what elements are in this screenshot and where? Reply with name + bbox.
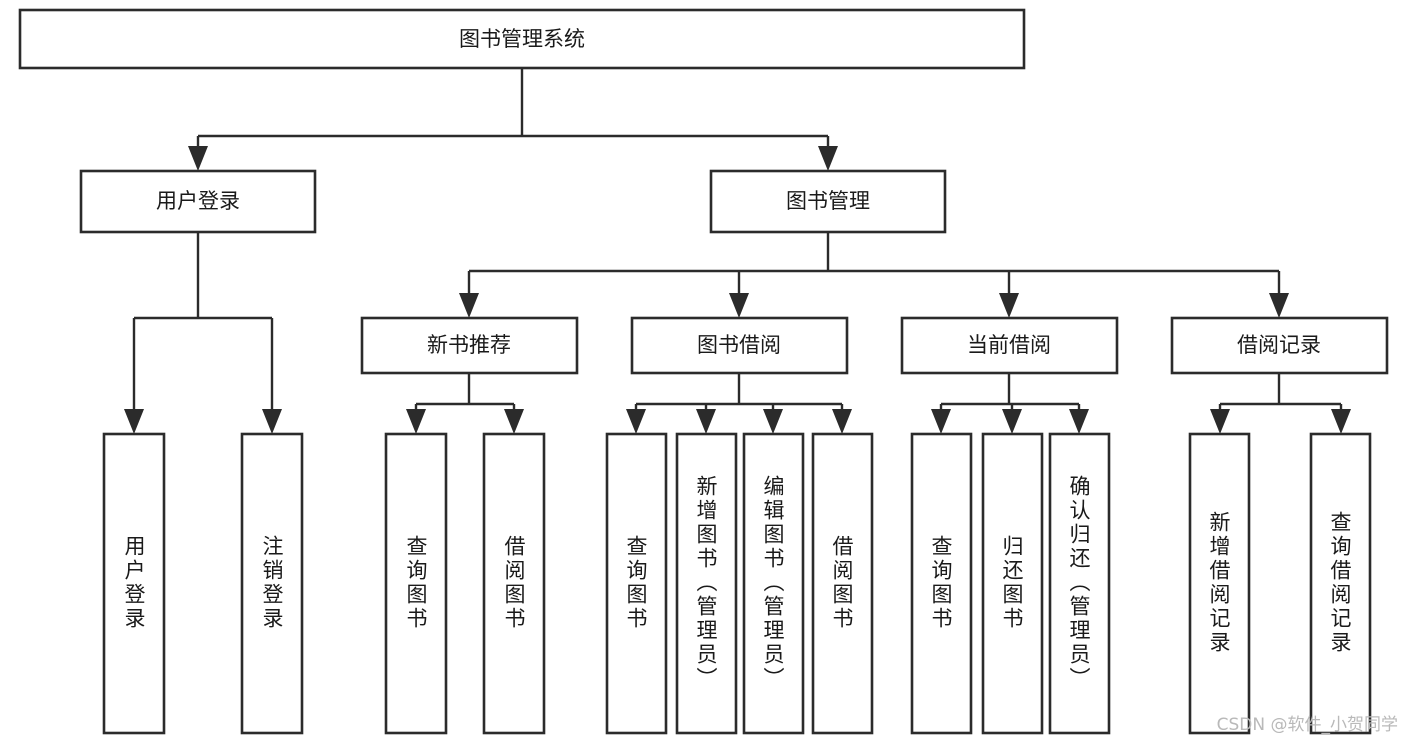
node-leaf-borrow-book-1[interactable]: 借阅图书 — [482, 432, 546, 735]
arrowhead-book-manage — [818, 146, 838, 171]
node-leaf-confirm-return-admin-box[interactable] — [1048, 432, 1111, 735]
node-leaf-query-borrow-record-box[interactable] — [1309, 432, 1372, 735]
arrowhead-leaf-query-book-2 — [626, 409, 646, 434]
node-leaf-query-book-2[interactable]: 查询图书 — [605, 432, 668, 735]
node-book-borrow-box[interactable] — [630, 316, 849, 375]
node-leaf-user-logout[interactable]: 注销登录 — [240, 432, 304, 735]
node-root[interactable]: 图书管理系统 — [18, 8, 1026, 70]
node-leaf-user-login-box[interactable] — [102, 432, 166, 735]
node-leaf-query-book-1-label: 查询图书 — [404, 535, 428, 631]
node-leaf-add-borrow-record[interactable]: 新增借阅记录 — [1188, 432, 1251, 735]
node-current-borrow[interactable]: 当前借阅 — [900, 316, 1119, 375]
node-leaf-confirm-return-admin-label: 确认归还（管理员） — [1067, 475, 1091, 691]
arrowhead-leaf-borrow-book-1 — [504, 409, 524, 434]
node-leaf-edit-book-admin[interactable]: 编辑图书（管理员） — [742, 432, 805, 735]
node-borrow-record-label: 借阅记录 — [1237, 333, 1321, 357]
arrowhead-leaf-user-login — [124, 409, 144, 434]
node-leaf-user-logout-box[interactable] — [240, 432, 304, 735]
arrowhead-leaf-return-book — [1002, 409, 1022, 434]
node-leaf-query-book-2-label: 查询图书 — [624, 535, 648, 631]
node-root-label: 图书管理系统 — [459, 27, 585, 51]
node-leaf-query-book-3[interactable]: 查询图书 — [910, 432, 973, 735]
node-leaf-borrow-book-2[interactable]: 借阅图书 — [811, 432, 874, 735]
arrowhead-leaf-query-book-1 — [406, 409, 426, 434]
node-leaf-add-borrow-record-box[interactable] — [1188, 432, 1251, 735]
node-new-book-rec[interactable]: 新书推荐 — [360, 316, 579, 375]
node-leaf-user-logout-label: 注销登录 — [260, 535, 284, 631]
node-new-book-rec-label: 新书推荐 — [427, 333, 511, 357]
arrowhead-leaf-query-book-3 — [931, 409, 951, 434]
node-leaf-query-book-3-box[interactable] — [910, 432, 973, 735]
node-leaf-query-book-1[interactable]: 查询图书 — [384, 432, 448, 735]
node-leaf-add-borrow-record-label: 新增借阅记录 — [1207, 511, 1231, 655]
arrowhead-new-book-rec — [459, 293, 479, 318]
node-book-manage-label: 图书管理 — [786, 189, 870, 213]
arrowhead-leaf-add-book-admin — [696, 409, 716, 434]
arrowhead-leaf-borrow-book-2 — [832, 409, 852, 434]
node-leaf-borrow-book-1-box[interactable] — [482, 432, 546, 735]
node-leaf-query-borrow-record[interactable]: 查询借阅记录 — [1309, 432, 1372, 735]
node-leaf-add-book-admin[interactable]: 新增图书（管理员） — [675, 432, 738, 735]
connectors-layer — [124, 68, 1351, 434]
arrowhead-borrow-record — [1269, 293, 1289, 318]
node-leaf-add-book-admin-label: 新增图书（管理员） — [694, 475, 718, 691]
node-leaf-query-book-2-box[interactable] — [605, 432, 668, 735]
node-new-book-rec-box[interactable] — [360, 316, 579, 375]
arrowhead-user-login — [188, 146, 208, 171]
node-leaf-return-book[interactable]: 归还图书 — [981, 432, 1044, 735]
node-leaf-edit-book-admin-box[interactable] — [742, 432, 805, 735]
arrowhead-leaf-query-borrow-record — [1331, 409, 1351, 434]
node-user-login-box[interactable] — [79, 169, 317, 234]
node-borrow-record-box[interactable] — [1170, 316, 1389, 375]
node-book-borrow[interactable]: 图书借阅 — [630, 316, 849, 375]
node-book-manage-box[interactable] — [709, 169, 947, 234]
arrowhead-current-borrow — [999, 293, 1019, 318]
arrowhead-leaf-confirm-return-admin — [1069, 409, 1089, 434]
node-leaf-borrow-book-1-label: 借阅图书 — [502, 535, 526, 631]
node-leaf-user-login[interactable]: 用户登录 — [102, 432, 166, 735]
node-leaf-borrow-book-2-box[interactable] — [811, 432, 874, 735]
node-leaf-edit-book-admin-label: 编辑图书（管理员） — [761, 475, 785, 691]
arrowhead-leaf-add-borrow-record — [1210, 409, 1230, 434]
watermark-label: CSDN @软件_小贺同学 — [1217, 715, 1398, 735]
node-leaf-user-login-label: 用户登录 — [122, 535, 146, 631]
node-leaf-query-book-3-label: 查询图书 — [929, 535, 953, 631]
node-leaf-add-book-admin-box[interactable] — [675, 432, 738, 735]
node-user-login-label: 用户登录 — [156, 189, 240, 213]
node-borrow-record[interactable]: 借阅记录 — [1170, 316, 1389, 375]
node-leaf-query-book-1-box[interactable] — [384, 432, 448, 735]
node-book-borrow-label: 图书借阅 — [697, 333, 781, 357]
node-current-borrow-box[interactable] — [900, 316, 1119, 375]
node-leaf-return-book-label: 归还图书 — [1000, 535, 1024, 631]
node-book-manage[interactable]: 图书管理 — [709, 169, 947, 234]
node-root-box[interactable] — [18, 8, 1026, 70]
node-leaf-query-borrow-record-label: 查询借阅记录 — [1328, 511, 1352, 655]
node-leaf-return-book-box[interactable] — [981, 432, 1044, 735]
node-leaf-borrow-book-2-label: 借阅图书 — [830, 535, 854, 631]
node-leaf-confirm-return-admin[interactable]: 确认归还（管理员） — [1048, 432, 1111, 735]
arrowhead-book-borrow — [729, 293, 749, 318]
node-current-borrow-label: 当前借阅 — [967, 333, 1051, 357]
arrowhead-leaf-user-logout — [262, 409, 282, 434]
node-user-login[interactable]: 用户登录 — [79, 169, 317, 234]
arrowhead-leaf-edit-book-admin — [763, 409, 783, 434]
